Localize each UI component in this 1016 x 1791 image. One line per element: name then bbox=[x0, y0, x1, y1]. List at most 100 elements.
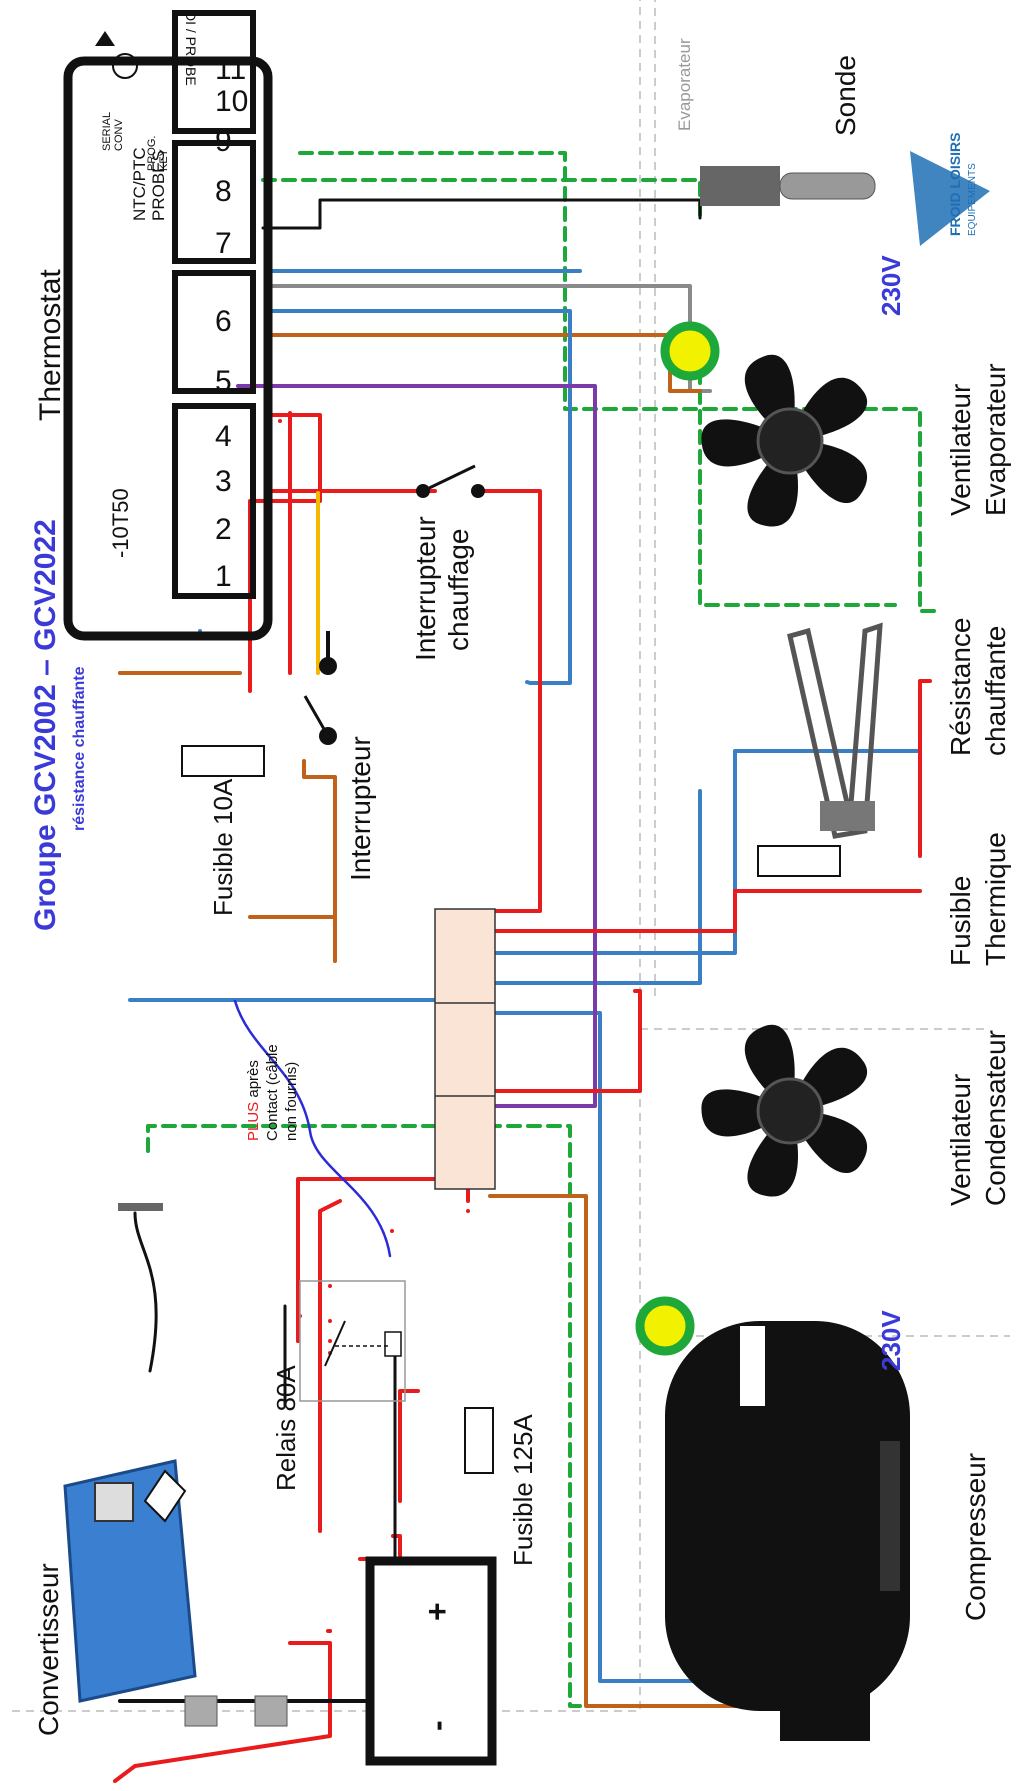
terminal-group-c bbox=[172, 140, 256, 264]
terminal-group-a bbox=[172, 403, 256, 599]
fan-cond-hub bbox=[756, 1077, 824, 1145]
thermal-fuse-label-1: Fusible bbox=[945, 876, 976, 966]
contact-label-1: PLUS après bbox=[245, 1060, 262, 1141]
terminal-block bbox=[434, 908, 496, 1190]
vent-evap-label-2: Evaporateur bbox=[980, 363, 1011, 516]
prog-label-2: KEY bbox=[158, 148, 170, 171]
vent-evap-label-1: Ventilateur bbox=[945, 384, 976, 516]
terminal-group-d bbox=[172, 10, 256, 134]
terminal-number-3: 3 bbox=[215, 465, 232, 498]
terminal-number-9: 9 bbox=[215, 125, 232, 158]
red-wire-converter bbox=[113, 1641, 332, 1783]
contact-plus-word: PLUS bbox=[245, 1102, 262, 1141]
earth-wire-middle bbox=[146, 1124, 466, 1153]
main-switch bbox=[303, 631, 337, 745]
heating-switch-contact-b bbox=[471, 484, 485, 498]
heating-resistance bbox=[787, 622, 883, 839]
black-wire-plug bbox=[133, 1211, 158, 1373]
ntc-label-1: NTC/PTC bbox=[130, 147, 149, 221]
battery-body bbox=[365, 1556, 497, 1766]
relay-80a bbox=[299, 1280, 406, 1402]
heater-element bbox=[787, 622, 883, 839]
compressor-terminal-box bbox=[780, 1681, 870, 1741]
sonde-label: Sonde bbox=[830, 55, 861, 136]
diagram-subtitle: résistance chauffante bbox=[71, 666, 88, 831]
compresseur-label: Compresseur bbox=[960, 1453, 991, 1621]
brand-tagline: EQUIPEMENTS bbox=[967, 163, 978, 236]
labels: Groupe GCV2002 – GCV2022 résistance chau… bbox=[29, 38, 1011, 1736]
contact-label-3: non fournis) bbox=[283, 1062, 300, 1141]
terminal-number-4: 4 bbox=[215, 420, 232, 453]
battery-minus-sign: - bbox=[419, 1720, 455, 1731]
evaporator-fan bbox=[701, 354, 868, 527]
converter bbox=[63, 1459, 288, 1727]
thermostat-housing bbox=[63, 56, 273, 641]
main-switch-label: Interrupteur bbox=[345, 736, 376, 881]
purple-wire bbox=[236, 384, 597, 1108]
brown-wire-evap bbox=[266, 333, 702, 393]
relay-label: Relais 80A bbox=[271, 1365, 301, 1491]
blue-wire-condenser bbox=[488, 789, 702, 985]
contact-plus-rest: après bbox=[245, 1060, 262, 1102]
fuse-125a bbox=[464, 1407, 494, 1474]
fuse-10a-label: Fusible 10A bbox=[208, 778, 238, 916]
prog-label-1: PROG. bbox=[146, 136, 158, 171]
resistance-label-2: chauffante bbox=[980, 626, 1011, 756]
heating-switch-label-1: Interrupteur bbox=[410, 516, 441, 661]
earth-symbol-top bbox=[660, 321, 720, 381]
serial-label-1: SERIAL bbox=[101, 112, 113, 151]
main-switch-lever bbox=[303, 695, 330, 737]
relay-contact bbox=[324, 1320, 346, 1367]
heating-switch-lever bbox=[422, 464, 476, 493]
blue-wire-evap bbox=[266, 309, 572, 685]
earth-wire-top bbox=[298, 151, 942, 613]
red-wire-6 bbox=[248, 413, 322, 693]
grey-wire bbox=[266, 284, 712, 393]
compressor-body bbox=[665, 1321, 910, 1711]
plug-icon bbox=[143, 1469, 187, 1523]
thermal-fuse bbox=[757, 845, 841, 877]
plug-body bbox=[143, 1469, 187, 1523]
heater-connector bbox=[820, 801, 875, 831]
probe-tip bbox=[779, 172, 876, 200]
probe-cap bbox=[700, 166, 780, 206]
terminal-number-8: 8 bbox=[215, 175, 232, 208]
ground-bar bbox=[118, 1203, 163, 1211]
ntc-label-2: PROBES bbox=[149, 150, 168, 221]
compressor-badge bbox=[740, 1326, 765, 1406]
condenser-zone-border bbox=[12, 0, 641, 1712]
terminal-number-10: 10 bbox=[215, 85, 248, 118]
light-icon bbox=[95, 31, 115, 46]
vent-cond-label-1: Ventilateur bbox=[945, 1074, 976, 1206]
earth-symbol-bottom bbox=[635, 1296, 695, 1356]
relay-coil bbox=[384, 1331, 402, 1357]
terminal-block-body bbox=[434, 908, 496, 1190]
terminal-number-2: 2 bbox=[215, 513, 232, 546]
fuse-10a bbox=[181, 745, 265, 777]
converter-terminal-1 bbox=[184, 1695, 218, 1727]
voltage-label-bottom: 230V bbox=[876, 1310, 906, 1371]
fan-evap-hub bbox=[756, 407, 824, 475]
resistance-label-1: Résistance bbox=[945, 617, 976, 756]
thermal-fuse-label-2: Thermique bbox=[980, 832, 1011, 966]
probe-wire bbox=[261, 198, 702, 230]
terminal-number-7: 7 bbox=[215, 227, 232, 260]
red-wire-thermal-b bbox=[918, 679, 932, 858]
blue-wire-resistance bbox=[488, 749, 922, 955]
battery-plus-sign: + bbox=[419, 1602, 455, 1621]
serial-label-2: CONV bbox=[113, 119, 125, 151]
red-wire-relay bbox=[296, 1177, 342, 1343]
fuse-125a-label: Fusible 125A bbox=[508, 1414, 538, 1566]
red-wire-condenser bbox=[488, 989, 642, 1093]
brand-triangle bbox=[910, 151, 990, 246]
brand-logo: FROID LOISIRS EQUIPEMENTS bbox=[910, 133, 990, 246]
terminal-group-b bbox=[172, 270, 256, 394]
converter-terminal-2 bbox=[254, 1695, 288, 1727]
brown-wire-fuse-out bbox=[302, 759, 337, 961]
terminal-number-5: 5 bbox=[215, 365, 232, 398]
voltage-label-top: 230V bbox=[876, 255, 906, 316]
